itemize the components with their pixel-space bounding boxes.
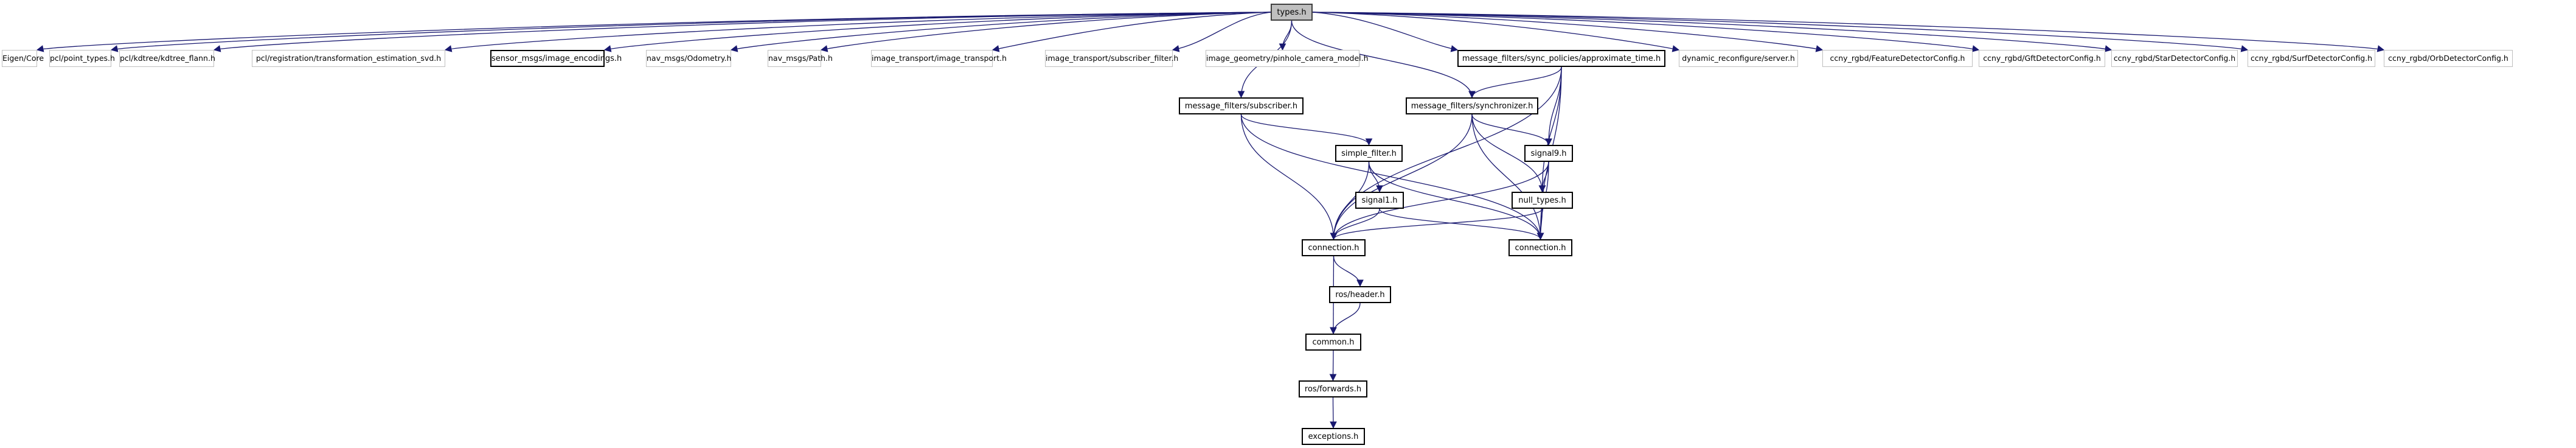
node-label: simple_filter.h bbox=[1341, 149, 1397, 158]
edge-types-to-mf_sync bbox=[1291, 20, 1476, 99]
node-it-sub[interactable]: image_transport/subscriber_filter.h bbox=[1045, 50, 1178, 67]
edge-nulltypes-to-conn_r bbox=[1536, 208, 1544, 240]
edge-simple-to-conn_r bbox=[1368, 161, 1544, 240]
node-label: image_transport/subscriber_filter.h bbox=[1046, 54, 1179, 63]
node-pcl-kd[interactable]: pcl/kdtree/kdtree_flann.h bbox=[119, 50, 215, 67]
node-pcl-pt[interactable]: pcl/point_types.h bbox=[49, 50, 115, 67]
edge-mf_sync-to-nulltypes bbox=[1471, 114, 1546, 193]
node-cc-gft[interactable]: ccny_rgbd/GftDetectorConfig.h bbox=[1979, 50, 2105, 67]
node-label: pcl/registration/transformation_estimati… bbox=[255, 54, 442, 63]
edge-simple-to-conn_l bbox=[1330, 161, 1370, 240]
node-label: sensor_msgs/image_encodings.h bbox=[491, 54, 622, 63]
node-label: connection.h bbox=[1515, 243, 1566, 253]
node-ig-pin[interactable]: image_geometry/pinhole_camera_model.h bbox=[1206, 50, 1369, 67]
node-cc-orb[interactable]: ccny_rgbd/OrbDetectorConfig.h bbox=[2384, 50, 2513, 67]
node-label: image_geometry/pinhole_camera_model.h bbox=[1206, 54, 1369, 63]
node-label: exceptions.h bbox=[1308, 432, 1359, 441]
edge-types-to-pcl_reg bbox=[444, 12, 1271, 52]
node-exceptions[interactable]: exceptions.h bbox=[1302, 428, 1365, 445]
edge-mf_sub-to-simple bbox=[1240, 114, 1373, 146]
node-label: ccny_rgbd/GftDetectorConfig.h bbox=[1983, 54, 2101, 63]
node-common[interactable]: common.h bbox=[1305, 334, 1361, 351]
node-it-it[interactable]: image_transport/image_transport.h bbox=[871, 50, 1007, 67]
edge-types-to-nav_odom bbox=[730, 12, 1271, 52]
node-label: pcl/kdtree/kdtree_flann.h bbox=[120, 54, 215, 63]
node-eigen[interactable]: Eigen/Core bbox=[2, 50, 44, 67]
node-nav-odom[interactable]: nav_msgs/Odometry.h bbox=[646, 50, 731, 67]
node-label: pcl/point_types.h bbox=[50, 54, 115, 63]
edge-types-to-it_it bbox=[991, 12, 1271, 52]
edge-common-to-forwards bbox=[1329, 350, 1337, 382]
node-label: message_filters/sync_policies/approximat… bbox=[1462, 54, 1661, 63]
node-cc-feat[interactable]: ccny_rgbd/FeatureDetectorConfig.h bbox=[1822, 50, 1973, 67]
node-label: nav_msgs/Odometry.h bbox=[647, 54, 732, 63]
node-label: ccny_rgbd/FeatureDetectorConfig.h bbox=[1830, 54, 1965, 63]
node-mf-approx[interactable]: message_filters/sync_policies/approximat… bbox=[1457, 50, 1665, 67]
node-conn-l[interactable]: connection.h bbox=[1302, 239, 1366, 256]
node-label: common.h bbox=[1312, 338, 1355, 347]
edge-types-to-it_sub bbox=[1172, 12, 1271, 52]
node-label: nav_msgs/Path.h bbox=[768, 54, 833, 63]
edge-mf_sync-to-conn_l bbox=[1330, 114, 1473, 240]
edge-signal1-to-conn_r bbox=[1379, 208, 1544, 240]
node-dyn-srv[interactable]: dynamic_reconfigure/server.h bbox=[1679, 50, 1798, 67]
edge-types-to-dyn_srv bbox=[1312, 12, 1680, 52]
node-label: message_filters/synchronizer.h bbox=[1411, 102, 1533, 111]
node-label: null_types.h bbox=[1518, 196, 1566, 205]
node-label: ccny_rgbd/OrbDetectorConfig.h bbox=[2388, 54, 2508, 63]
node-conn-r[interactable]: connection.h bbox=[1508, 239, 1572, 256]
node-label: Eigen/Core bbox=[2, 54, 44, 63]
node-label: ccny_rgbd/StarDetectorConfig.h bbox=[2113, 54, 2236, 63]
node-label: ccny_rgbd/SurfDetectorConfig.h bbox=[2250, 54, 2373, 63]
edge-forwards-to-exceptions bbox=[1330, 397, 1337, 429]
edge-mf_sync-to-signal9 bbox=[1471, 114, 1552, 146]
node-sensor-enc[interactable]: sensor_msgs/image_encodings.h bbox=[490, 50, 622, 67]
node-cc-surf[interactable]: ccny_rgbd/SurfDetectorConfig.h bbox=[2248, 50, 2375, 67]
edge-types-to-mf_approx bbox=[1312, 12, 1459, 52]
node-mf-sub[interactable]: message_filters/subscriber.h bbox=[1179, 97, 1304, 114]
node-mf-sync[interactable]: message_filters/synchronizer.h bbox=[1406, 97, 1538, 114]
node-nav-path[interactable]: nav_msgs/Path.h bbox=[768, 50, 833, 67]
edge-signal9-to-conn_l bbox=[1330, 161, 1549, 240]
edge-conn_l-to-header bbox=[1333, 256, 1364, 287]
edge-mf_approx-to-mf_sync bbox=[1468, 66, 1562, 99]
edge-types-to-cc_orb bbox=[1312, 12, 2385, 52]
node-pcl-reg[interactable]: pcl/registration/transformation_estimati… bbox=[252, 50, 445, 67]
node-label: message_filters/subscriber.h bbox=[1184, 102, 1298, 111]
node-label: dynamic_reconfigure/server.h bbox=[1682, 54, 1795, 63]
node-label: types.h bbox=[1277, 8, 1307, 17]
node-label: image_transport/image_transport.h bbox=[872, 54, 1007, 63]
node-forwards[interactable]: ros/forwards.h bbox=[1299, 380, 1367, 397]
node-simple[interactable]: simple_filter.h bbox=[1335, 145, 1403, 162]
edge-header-to-common bbox=[1330, 303, 1361, 335]
node-label: ros/forwards.h bbox=[1304, 385, 1362, 394]
node-cc-star[interactable]: ccny_rgbd/StarDetectorConfig.h bbox=[2111, 50, 2238, 67]
node-label: signal1.h bbox=[1361, 196, 1398, 205]
edge-types-to-cc_feat bbox=[1312, 12, 1824, 52]
node-header[interactable]: ros/header.h bbox=[1329, 286, 1391, 303]
edge-mf_sync-to-conn_r bbox=[1471, 114, 1544, 240]
edge-types-to-pcl_pt bbox=[110, 12, 1271, 52]
edge-mf_sub-to-conn_r bbox=[1240, 114, 1544, 240]
node-label: ros/header.h bbox=[1335, 290, 1385, 299]
edge-types-to-nav_path bbox=[820, 12, 1271, 52]
edge-types-to-cc_surf bbox=[1312, 12, 2249, 52]
node-signal9[interactable]: signal9.h bbox=[1524, 145, 1573, 162]
node-types[interactable]: types.h bbox=[1271, 4, 1313, 21]
edge-types-to-sensor_enc bbox=[603, 12, 1271, 52]
edge-types-to-cc_gft bbox=[1312, 12, 1980, 52]
node-nulltypes[interactable]: null_types.h bbox=[1512, 192, 1573, 209]
edge-types-to-cc_star bbox=[1312, 12, 2113, 52]
edge-mf_sub-to-conn_l bbox=[1240, 114, 1338, 240]
edge-mf_approx-to-nulltypes bbox=[1538, 66, 1562, 193]
node-signal1[interactable]: signal1.h bbox=[1355, 192, 1404, 209]
node-label: signal9.h bbox=[1530, 149, 1567, 158]
edge-types-to-ig_pin bbox=[1279, 20, 1293, 51]
node-label: connection.h bbox=[1308, 243, 1359, 253]
edge-types-to-pcl_kd bbox=[213, 12, 1271, 52]
edge-nulltypes-to-conn_l bbox=[1330, 208, 1543, 240]
